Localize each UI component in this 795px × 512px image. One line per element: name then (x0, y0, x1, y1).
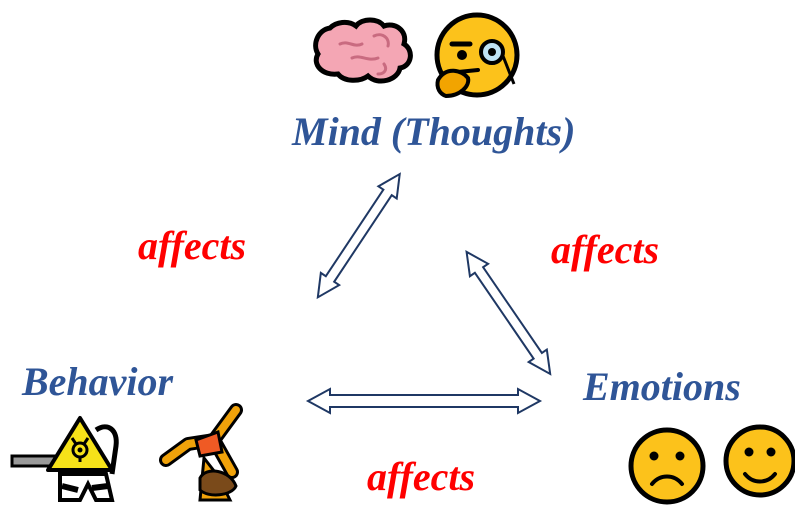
biohazard-sign-icon (10, 416, 119, 502)
edge-label-mind-emotions: affects (551, 227, 660, 272)
arrow-behavior-mind (316, 172, 401, 300)
face-with-monocle-icon (434, 12, 520, 99)
arrow-mind-emotions (465, 250, 552, 376)
edge-label-behavior-emotions: affects (367, 454, 476, 499)
edge-label-behavior-mind: affects (138, 223, 247, 268)
person-cartwheeling-icon (159, 403, 243, 502)
node-label-mind: Mind (Thoughts) (292, 109, 576, 154)
brain-icon (313, 17, 413, 84)
node-label-behavior: Behavior (22, 359, 174, 404)
slightly-smiling-face-icon (723, 424, 795, 498)
node-label-emotions: Emotions (583, 364, 741, 409)
arrow-behavior-emotions (305, 387, 543, 415)
slightly-frowning-face-icon (628, 427, 706, 505)
